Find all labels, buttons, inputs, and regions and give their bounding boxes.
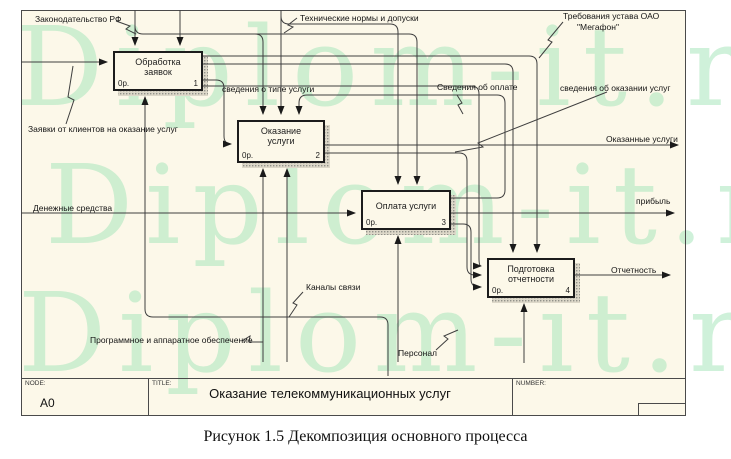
label-reporting: Отчетность [611,265,657,275]
label-client-requests: Заявки от клиентов на оказание услуг [28,124,178,134]
node-label: NODE: [25,380,46,387]
label-service-provision-info: сведения об оказании услуг [560,83,671,93]
box2-title-line2: услуги [267,136,295,146]
node-value: A0 [40,396,55,410]
box1-title-line2: заявок [144,67,172,77]
arrow-charter-box4 [203,55,541,253]
arrow-software-box1 [141,96,389,376]
box4-number: 4 [565,286,570,295]
label-personnel: Персонал [398,348,438,358]
arrow-box2-box4 [325,152,482,279]
diagram-title: Оказание телекоммуникационных услуг [209,386,451,401]
activity-box-4: Подготовка отчетности 0р. 4 [487,258,575,298]
box3-number: 3 [441,218,446,227]
box4-title-line2: отчетности [507,274,555,284]
label-money: Денежные средства [33,203,113,213]
number-label: NUMBER: [516,380,546,387]
box1-number: 1 [193,79,198,88]
box1-cost: 0р. [118,79,130,88]
arrow-technorms-box3 [280,15,402,185]
arrow-box1-box2 [203,79,232,148]
box4-title-line1: Подготовка [507,264,555,274]
label-leaders [65,17,608,351]
label-service-type-info: сведения о типе услуги [222,84,315,94]
label-channels: Каналы связи [306,282,361,292]
activity-box-3: Оплата услуги 0р. 3 [361,190,451,230]
box2-title-line1: Оказание [260,126,302,136]
arrow-box1-box4 [203,85,482,270]
label-charter-line2: "Мегафон" [577,22,619,32]
figure-caption: Рисунок 1.5 Декомпозиция основного проце… [203,428,528,445]
label-charter-line1: Требования устава ОАО [563,11,660,21]
label-software-hardware: Программное и аппаратное обеспечение [90,335,253,345]
activity-box-1: Обработка заявок 0р. 1 [113,51,203,91]
title-label: TITLE: [152,380,172,387]
label-services-rendered: Оказанные услуги [606,134,678,144]
box3-cost: 0р. [366,218,378,227]
arrow-payment-feedback-box2 [295,94,506,199]
box4-cost: 0р. [492,286,504,295]
label-tech-norms: Технические нормы и допуски [300,13,419,23]
label-legislation: Законодательство РФ [35,14,122,24]
activity-box-2: Оказание услуги 0р. 2 [237,120,325,163]
box2-cost: 0р. [242,151,254,160]
arrow-box1-box4-control [203,63,517,253]
label-profit: прибыль [636,196,671,206]
arrow-box3-box4 [451,223,482,291]
arrow-trunk-box3 [143,33,421,185]
label-payment-info: Сведения об оплате [437,82,518,92]
box2-number: 2 [315,151,320,160]
number-box [638,403,686,416]
box3-title-line1: Оплата услуги [375,201,437,211]
box1-title-line1: Обработка [135,57,181,67]
